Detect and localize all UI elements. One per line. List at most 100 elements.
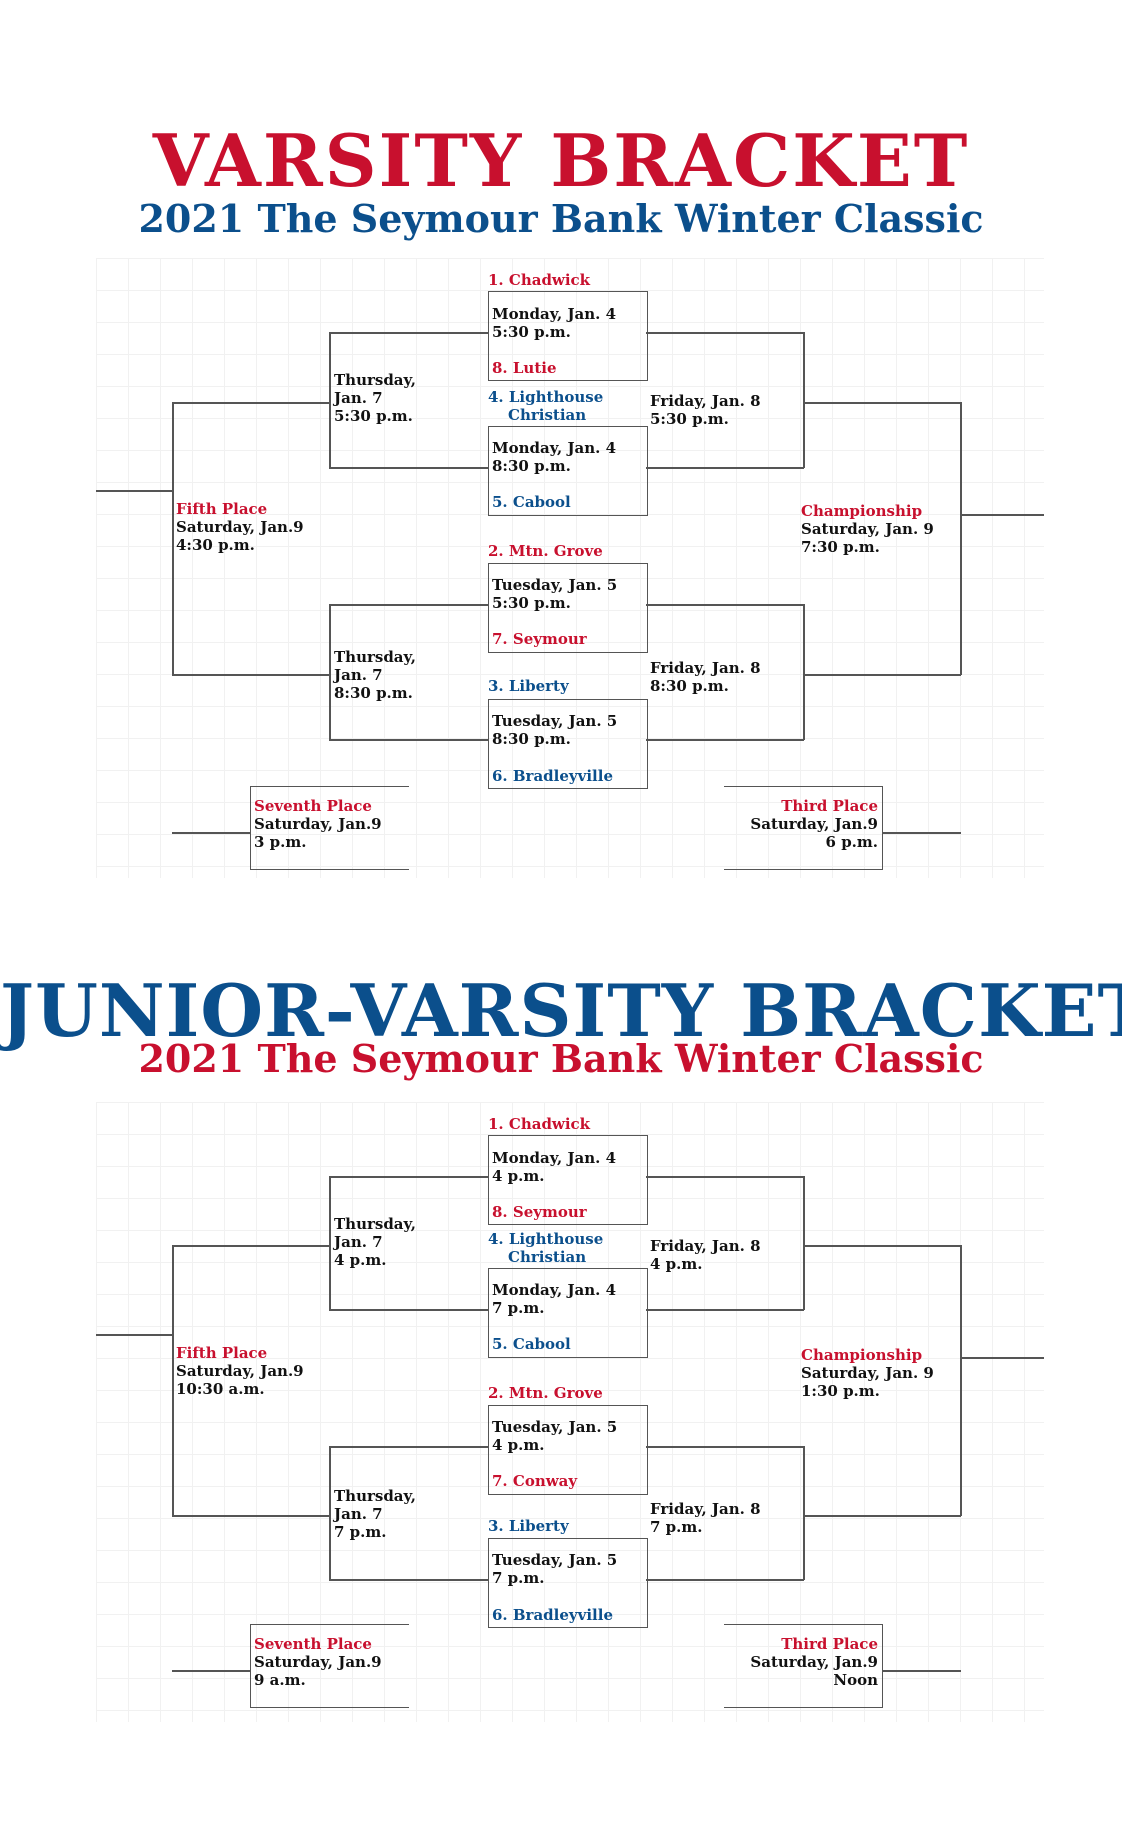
jv-line [172,1515,330,1517]
varsity-third-place-date: Saturday, Jan.9 [750,815,878,833]
varsity-seventh-place-box [250,786,409,870]
varsity-line [329,604,331,740]
jv-game-4-time: 7 p.m. [492,1569,545,1587]
jv-team-8: 8. Seymour [492,1203,587,1221]
varsity-line [172,402,330,404]
varsity-line [329,604,489,606]
varsity-game-2-time: 8:30 p.m. [492,457,571,475]
jv-fifth-place-time: 10:30 a.m. [176,1380,265,1398]
jv-game-2-time: 7 p.m. [492,1299,545,1317]
jv-line [646,1309,804,1311]
varsity-game-2-box [488,426,648,516]
varsity-game-3-date: Tuesday, Jan. 5 [492,576,618,594]
jv-championship-time: 1:30 p.m. [801,1382,880,1400]
jv-game-3-time: 4 p.m. [492,1436,545,1454]
jv-semifinal-1-time: 4 p.m. [650,1255,703,1273]
jv-fifth-place-label: Fifth Place [176,1344,268,1362]
jv-game-2-date: Monday, Jan. 4 [492,1281,617,1299]
jv-championship-label: Championship [801,1346,923,1364]
varsity-line [329,332,489,334]
varsity-bracket: VARSITY BRACKET 2021 The Seymour Bank Wi… [0,0,1122,900]
jv-line [960,1357,1044,1359]
jv-championship-date: Saturday, Jan. 9 [801,1364,934,1382]
jv-game-1-date: Monday, Jan. 4 [492,1149,617,1167]
varsity-third-place-box [724,786,883,870]
varsity-consolation-1-date: Jan. 7 [334,389,383,407]
varsity-consolation-2-date: Jan. 7 [334,666,383,684]
jv-team-4: 4. Lighthouse [488,1230,604,1248]
jv-semifinal-2-time: 7 p.m. [650,1518,703,1536]
jv-line [96,1334,173,1336]
varsity-line [646,467,804,469]
jv-team-4-line2: Christian [508,1248,587,1266]
varsity-line [172,402,174,675]
varsity-line [960,402,962,675]
jv-line [329,1176,331,1310]
varsity-seventh-place-time: 3 p.m. [254,833,307,851]
varsity-line [646,332,804,334]
jv-team-1: 1. Chadwick [488,1115,591,1133]
varsity-game-3-box [488,563,648,653]
jv-line [329,1176,489,1178]
jv-consolation-1-date: Jan. 7 [334,1233,383,1251]
jv-line [329,1446,331,1580]
jv-seventh-place-box [250,1624,409,1708]
varsity-semifinal-1-date: Friday, Jan. 8 [650,392,761,410]
jv-line [960,1245,962,1516]
varsity-third-place-time: 6 p.m. [825,833,878,851]
jv-line [172,1670,251,1672]
jv-third-place-label: Third Place [781,1635,878,1653]
jv-line [803,1446,805,1580]
jv-fifth-place-date: Saturday, Jan.9 [176,1362,304,1380]
varsity-game-1-time: 5:30 p.m. [492,323,571,341]
varsity-semifinal-2-time: 8:30 p.m. [650,677,729,695]
varsity-line [329,332,331,468]
varsity-team-8: 8. Lutie [492,359,557,377]
varsity-seventh-place-date: Saturday, Jan.9 [254,815,382,833]
varsity-game-4-time: 8:30 p.m. [492,730,571,748]
varsity-line [96,490,173,492]
varsity-team-2: 2. Mtn. Grove [488,542,603,560]
jv-line [646,1579,804,1581]
jv-team-6: 6. Bradleyville [492,1606,613,1624]
jv-title: JUNIOR-VARSITY BRACKET [0,968,1122,1053]
jv-line [803,1176,805,1310]
jv-line [172,1245,174,1516]
varsity-game-1-box [488,291,648,381]
jv-seventh-place-date: Saturday, Jan.9 [254,1653,382,1671]
varsity-championship-date: Saturday, Jan. 9 [801,520,934,538]
jv-game-1-time: 4 p.m. [492,1167,545,1185]
varsity-consolation-2-time: 8:30 p.m. [334,684,413,702]
varsity-line [329,467,489,469]
varsity-championship-time: 7:30 p.m. [801,538,880,556]
varsity-subtitle: 2021 The Seymour Bank Winter Classic [138,196,984,241]
jv-consolation-2-date: Jan. 7 [334,1505,383,1523]
jv-game-1-box [488,1135,648,1225]
jv-third-place-date: Saturday, Jan.9 [750,1653,878,1671]
jv-team-7: 7. Conway [492,1472,578,1490]
varsity-line [803,332,805,468]
varsity-team-4-line2: Christian [508,406,587,424]
jv-line [882,1670,961,1672]
jv-bracket: JUNIOR-VARSITY BRACKET 2021 The Seymour … [0,840,1122,1740]
varsity-team-3: 3. Liberty [488,677,569,695]
varsity-line [646,739,804,741]
varsity-game-4-box [488,699,648,789]
jv-line [329,1309,489,1311]
jv-game-4-date: Tuesday, Jan. 5 [492,1551,618,1569]
jv-line [646,1446,804,1448]
jv-seventh-place-time: 9 a.m. [254,1671,306,1689]
varsity-fifth-place-date: Saturday, Jan.9 [176,518,304,536]
varsity-team-7: 7. Seymour [492,630,587,648]
varsity-game-2-date: Monday, Jan. 4 [492,439,617,457]
varsity-line [172,832,251,834]
jv-seventh-place-label: Seventh Place [254,1635,372,1653]
varsity-seventh-place-label: Seventh Place [254,797,372,815]
varsity-line [803,604,805,740]
jv-subtitle: 2021 The Seymour Bank Winter Classic [138,1036,984,1081]
varsity-line [960,514,1044,516]
jv-line [646,1176,804,1178]
varsity-title: VARSITY BRACKET [152,118,970,203]
jv-semifinal-2-date: Friday, Jan. 8 [650,1500,761,1518]
varsity-team-6: 6. Bradleyville [492,767,613,785]
